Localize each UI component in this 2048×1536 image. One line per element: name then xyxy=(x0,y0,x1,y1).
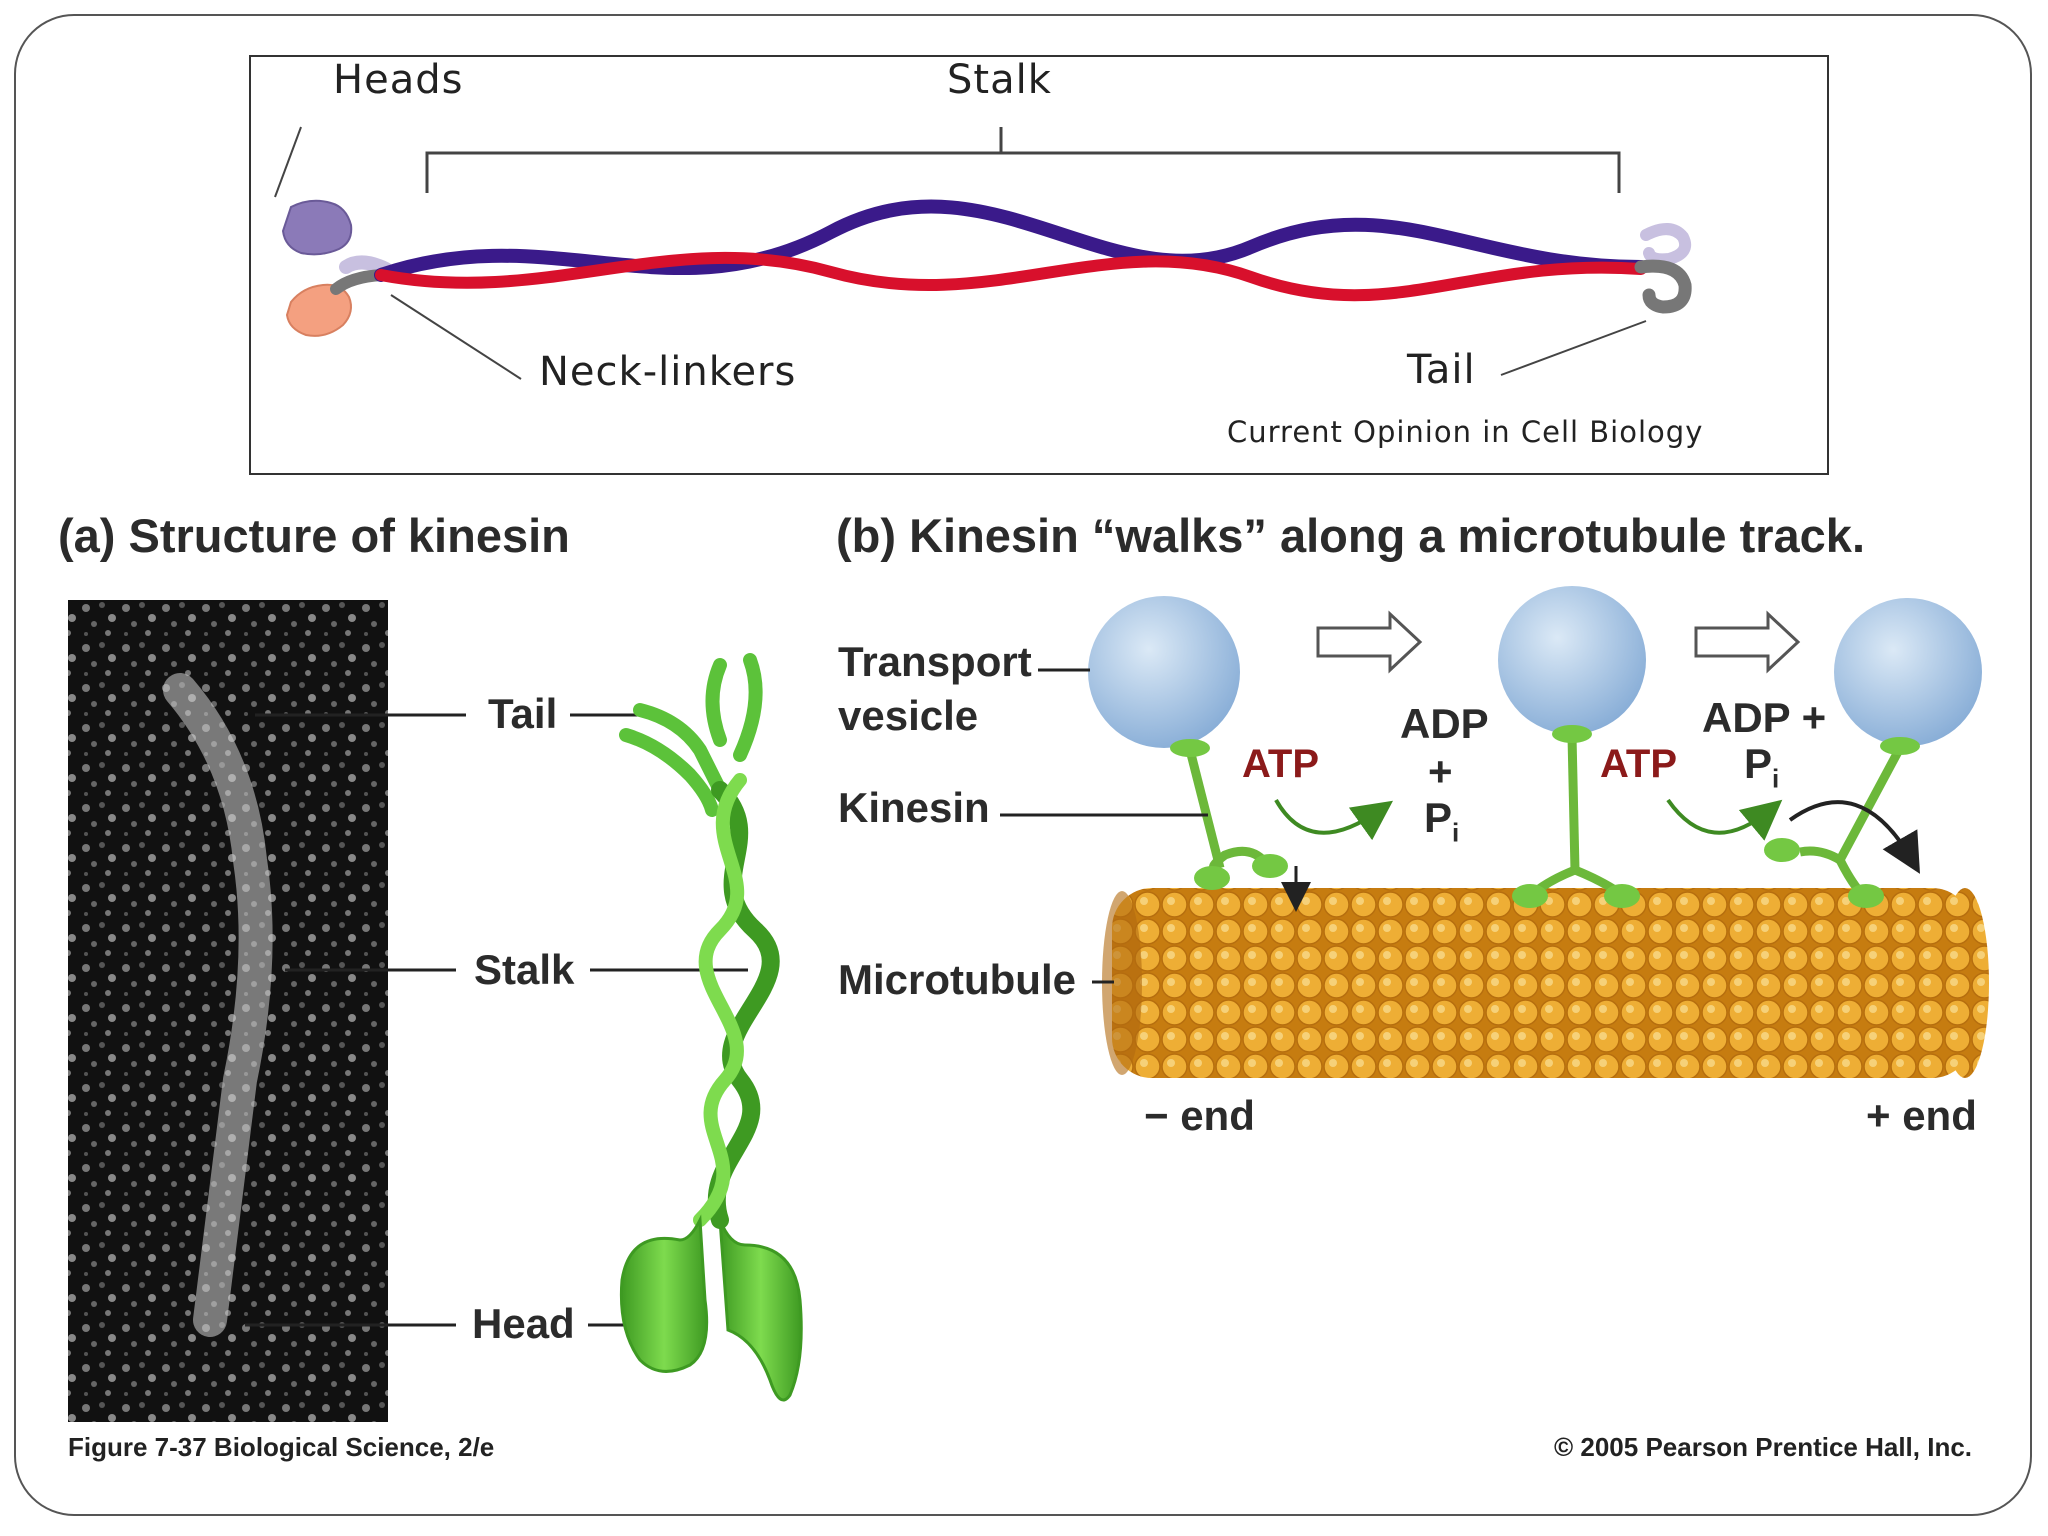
step-arrow-2 xyxy=(1694,610,1801,674)
panel-a-head-label: Head xyxy=(472,1300,575,1347)
slide-frame xyxy=(14,14,2032,1516)
plus-end-label: + end xyxy=(1866,1092,1977,1139)
panel-b-title: (b) Kinesin “walks” along a microtubule … xyxy=(836,509,1865,562)
transport-vesicle-3 xyxy=(1834,598,1982,746)
step-arrow-1 xyxy=(1316,610,1423,674)
kinesin-schematic xyxy=(274,126,1692,380)
adp-label-1-line3: Pi xyxy=(1424,794,1460,848)
atp-label-1: ATP xyxy=(1242,742,1320,786)
microtubule xyxy=(1102,888,1989,1078)
neck-linkers-leader xyxy=(390,294,522,380)
micrograph-kinesin-molecule xyxy=(163,673,273,1337)
stalk-bracket xyxy=(425,127,1621,193)
neck-linkers-label: Neck-linkers xyxy=(539,349,797,395)
tail-light xyxy=(1640,223,1692,266)
atp-reaction-arrow-1 xyxy=(1274,799,1394,841)
transport-label-line2: vesicle xyxy=(838,692,979,739)
kinesin-motor-1 xyxy=(1170,739,1288,890)
transport-label-line1: Transport xyxy=(838,638,1032,685)
panel-a-stalk-label: Stalk xyxy=(474,946,575,993)
kinesin-motor-3 xyxy=(1764,737,1920,908)
tail-label-top: Tail xyxy=(1407,347,1476,393)
source-credit: Current Opinion in Cell Biology xyxy=(1227,415,1704,449)
heads-label: Heads xyxy=(333,57,464,103)
head-purple xyxy=(281,199,353,256)
kinesin-schematic-panel: Heads Stalk Neck-linkers Tail Current Op… xyxy=(249,55,1829,475)
panel-a-tail-label: Tail xyxy=(488,690,558,737)
transport-vesicle-1 xyxy=(1088,596,1240,748)
stalk-label: Stalk xyxy=(947,57,1052,103)
head-swing-arrow xyxy=(1788,800,1921,874)
panel-a-title: (a) Structure of kinesin xyxy=(58,509,570,562)
microtubule-label: Microtubule xyxy=(838,956,1076,1003)
kinesin-motor-2 xyxy=(1512,725,1640,908)
heads-leader xyxy=(274,126,302,198)
adp-label-1-line2: + xyxy=(1428,748,1453,795)
transport-vesicle-2 xyxy=(1498,586,1646,734)
kinesin-label: Kinesin xyxy=(838,784,990,831)
copyright-notice: © 2005 Pearson Prentice Hall, Inc. xyxy=(1554,1432,1973,1462)
neck-linker-light xyxy=(339,255,393,276)
tail-leader xyxy=(1500,320,1647,376)
atp-reaction-arrow-2 xyxy=(1666,798,1783,841)
head-orange xyxy=(285,283,352,337)
figure-reference: Figure 7-37 Biological Science, 2/e xyxy=(68,1432,495,1462)
adp-label-1-line1: ADP xyxy=(1400,700,1489,747)
minus-end-label: − end xyxy=(1144,1092,1255,1139)
tail-gray xyxy=(1634,259,1692,314)
adp-label-2-line2: Pi xyxy=(1744,740,1780,794)
adp-label-2-line1: ADP + xyxy=(1702,694,1827,741)
kinesin-drawing xyxy=(619,653,803,1402)
stalk-strand-red xyxy=(375,251,1647,302)
atp-label-2: ATP xyxy=(1600,742,1678,786)
